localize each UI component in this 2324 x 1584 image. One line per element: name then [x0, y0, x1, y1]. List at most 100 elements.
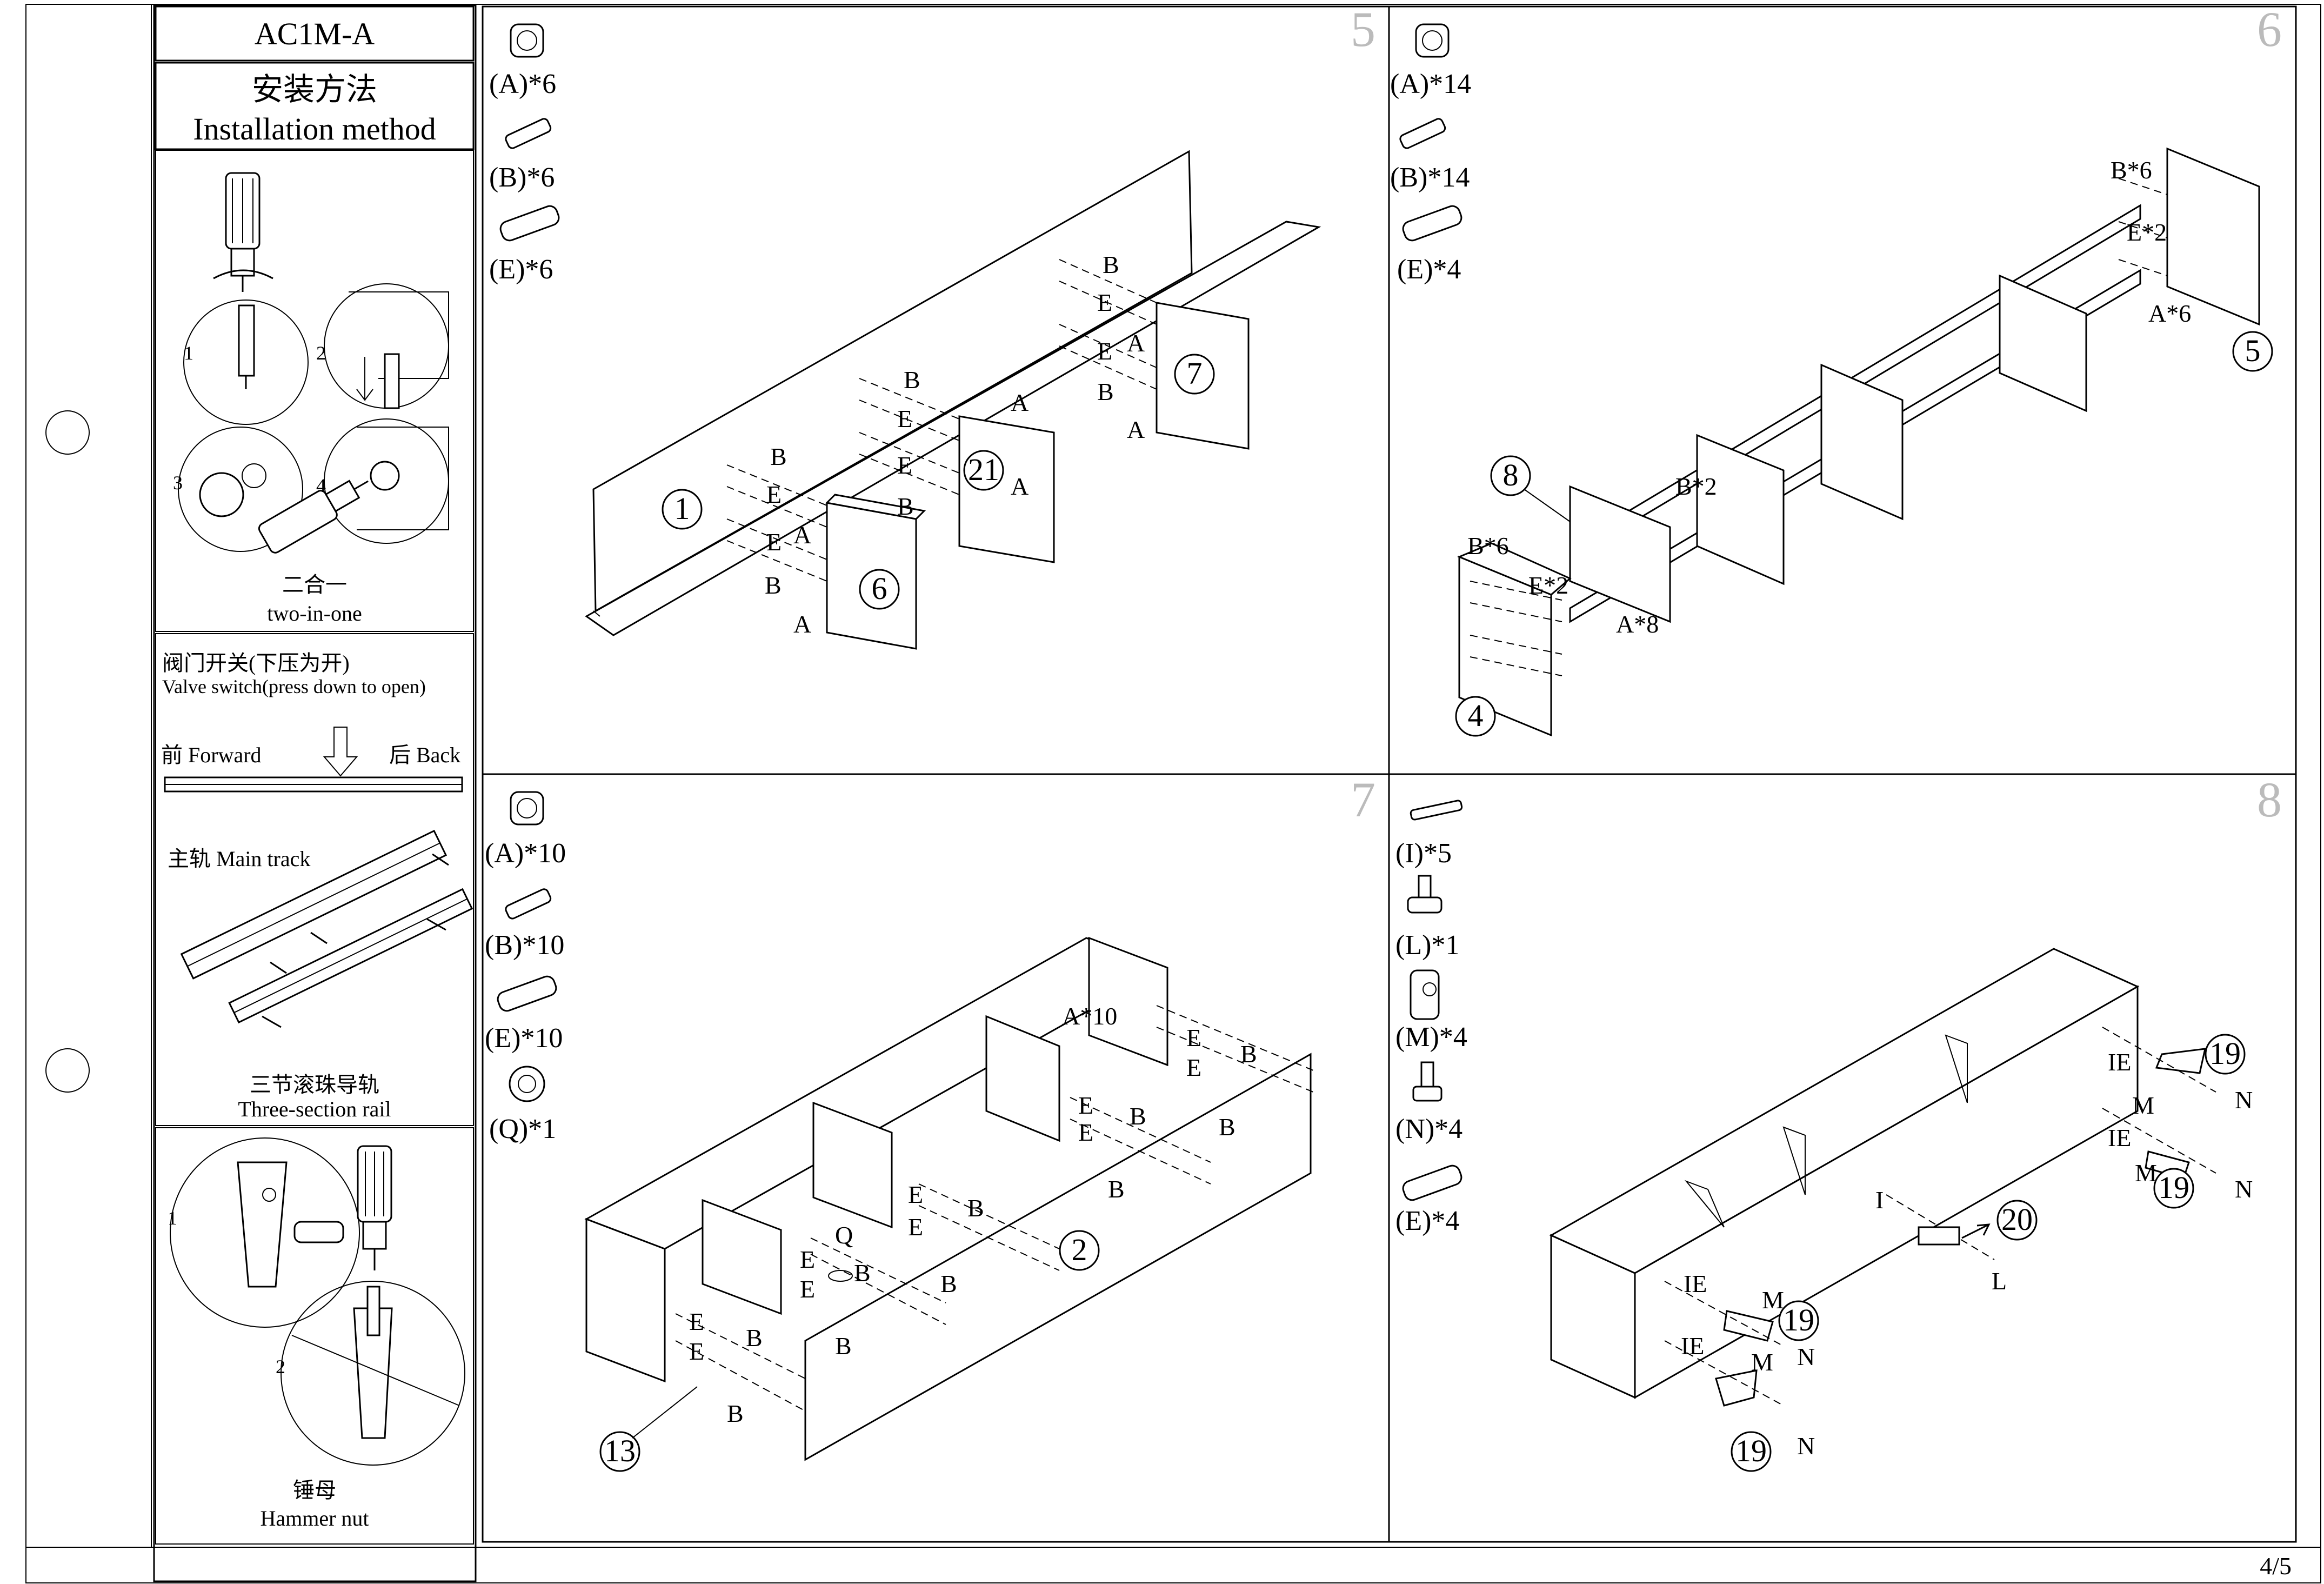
part-label: (I)*5 [1395, 838, 1452, 869]
svg-text:1: 1 [168, 1207, 177, 1229]
svg-text:2: 2 [1072, 1232, 1087, 1267]
svg-text:B: B [1240, 1040, 1257, 1068]
panel-1 [592, 150, 1193, 613]
step-number: 6 [2257, 2, 2282, 57]
step-6-panel: 6 (A)*14 (B)*14 (E)*4 8 4 5 [1390, 2, 2282, 737]
part-label: (B)*10 [485, 930, 564, 961]
svg-text:E: E [800, 1246, 815, 1273]
svg-text:B: B [770, 443, 787, 470]
cam-bolt-icon [505, 888, 552, 920]
svg-text:A: A [1127, 329, 1145, 357]
svg-text:A: A [1127, 416, 1145, 443]
svg-text:IE: IE [1684, 1270, 1707, 1297]
svg-text:E: E [1078, 1119, 1093, 1146]
hammer-nut-diagram: 1 2 锤母 Hammer nut [168, 1137, 465, 1530]
step-8-panel: 8 (I)*5 (L)*1 (M)*4 (N)*4 (E)*4 [1395, 772, 2282, 1472]
two-in-one-cn: 二合一 [282, 573, 347, 597]
svg-text:B: B [904, 366, 920, 394]
svg-text:N: N [2235, 1086, 2253, 1114]
svg-text:2: 2 [316, 342, 326, 364]
svg-text:8: 8 [1503, 457, 1519, 492]
dowel-icon [1402, 1164, 1462, 1201]
svg-text:E: E [689, 1308, 704, 1335]
cam-bolt-icon [505, 118, 552, 149]
svg-text:4: 4 [316, 475, 326, 496]
title-cn: 安装方法 [252, 72, 377, 107]
svg-text:21: 21 [968, 452, 999, 487]
cam-lock-icon [510, 791, 544, 826]
valve-cn: 阀门开关(下压为开) [162, 651, 350, 675]
svg-text:L: L [1992, 1267, 2007, 1295]
svg-text:6: 6 [872, 571, 887, 606]
svg-text:B: B [854, 1259, 871, 1287]
svg-text:IE: IE [2108, 1048, 2131, 1076]
svg-text:B*6: B*6 [2111, 156, 2152, 184]
hammer-en: Hammer nut [260, 1506, 369, 1530]
svg-text:B: B [1103, 251, 1119, 278]
panel-21 [958, 415, 1055, 563]
hammer-cn: 锤母 [293, 1478, 336, 1502]
svg-text:19: 19 [1783, 1302, 1814, 1337]
forward-label: 前 Forward [161, 743, 262, 767]
svg-text:3: 3 [173, 472, 183, 494]
valve-en: Valve switch(press down to open) [162, 676, 426, 697]
parts-list: (I)*5 (L)*1 (M)*4 (N)*4 (E)*4 [1395, 800, 1467, 1236]
svg-text:A*6: A*6 [2148, 300, 2191, 327]
detail-circle [170, 1137, 360, 1328]
barrel-nut-icon [293, 1221, 344, 1243]
detail-circle [281, 1281, 465, 1466]
step-number: 8 [2257, 772, 2282, 827]
part-label: (E)*6 [489, 254, 553, 285]
svg-text:B: B [897, 492, 914, 520]
part-label: (E)*10 [485, 1023, 563, 1054]
rail-diagram: 阀门开关(下压为开) Valve switch(press down to op… [161, 651, 473, 1121]
svg-text:E: E [1097, 337, 1112, 365]
svg-text:E*2: E*2 [1528, 571, 1568, 599]
svg-text:N: N [1797, 1432, 1815, 1460]
svg-text:IE: IE [1681, 1332, 1704, 1360]
hardware-labels: B E A E B A B E E B A A B E E A B A [765, 251, 1145, 638]
svg-text:7: 7 [1187, 356, 1203, 391]
part-label: (A)*6 [489, 69, 556, 99]
svg-text:I: I [1875, 1186, 1884, 1214]
svg-text:A*8: A*8 [1616, 610, 1659, 638]
parts-list: (A)*14 (B)*14 (E)*4 [1390, 23, 1471, 285]
svg-text:N: N [2235, 1175, 2253, 1203]
dowel-icon [499, 205, 560, 242]
parts-list: (A)*10 (B)*10 (E)*10 (Q)*1 [485, 791, 566, 1144]
part-label: (E)*4 [1395, 1206, 1459, 1236]
part-label: (M)*4 [1395, 1022, 1467, 1053]
svg-text:20: 20 [2001, 1202, 2033, 1237]
bolt-icon [1412, 1061, 1443, 1102]
svg-text:13: 13 [604, 1433, 636, 1468]
svg-text:1: 1 [675, 491, 690, 526]
step-7-panel: 7 (A)*10 (B)*10 (E)*10 (Q)*1 2 13 [485, 772, 1375, 1472]
hardware-labels: IE M N IE M N I L IE M N IE M N [1681, 1048, 2253, 1460]
svg-text:B*2: B*2 [1675, 472, 1717, 500]
svg-text:B: B [1130, 1102, 1146, 1130]
part-label: (B)*14 [1390, 162, 1470, 193]
binder-hole [45, 1048, 90, 1093]
svg-text:B: B [1097, 378, 1114, 405]
svg-text:19: 19 [2209, 1036, 2241, 1071]
part-label: (A)*10 [485, 838, 566, 869]
part-label: (B)*6 [489, 162, 555, 193]
two-in-one-en: two-in-one [267, 601, 362, 625]
svg-text:E: E [1186, 1024, 1201, 1051]
svg-text:2: 2 [276, 1356, 285, 1377]
arrow-down-icon [323, 727, 358, 777]
svg-text:A: A [1011, 389, 1029, 416]
parts-list: (A)*6 (B)*6 (E)*6 [489, 23, 560, 285]
part-label: (E)*4 [1397, 254, 1461, 285]
step-5-panel: 5 (A)*6 (B)*6 (E)*6 [489, 2, 1375, 650]
svg-text:E: E [897, 405, 912, 432]
svg-text:IE: IE [2108, 1124, 2131, 1152]
outer-frame [25, 4, 2321, 1583]
leveler-icon [1918, 1226, 1960, 1246]
svg-text:1: 1 [184, 342, 193, 364]
svg-text:E: E [766, 528, 782, 556]
dowel-icon [497, 975, 557, 1012]
svg-text:M: M [1751, 1348, 1773, 1376]
